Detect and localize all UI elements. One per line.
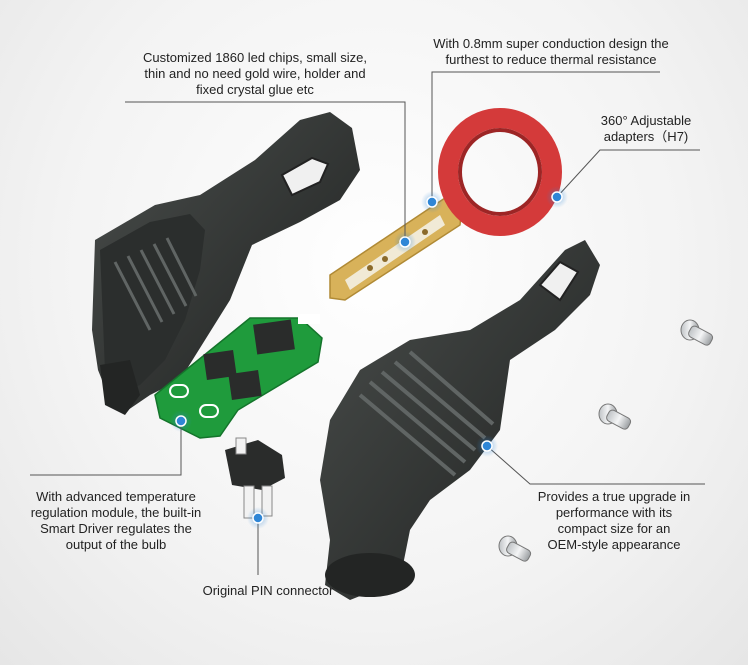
callout-adapter: 360° Adjustable adapters（H7): [600, 113, 692, 144]
heatsink-housing-lower: [320, 240, 600, 600]
callout-marker-conduction: [421, 191, 443, 213]
callout-marker-pin: [247, 507, 269, 529]
screw-1: [680, 319, 714, 346]
adjustable-adapter-ring: [438, 108, 562, 236]
callout-driver: With advanced temperature regulation mod…: [30, 489, 202, 552]
heatsink-housing-upper: [92, 112, 360, 415]
callout-marker-chips: [394, 231, 416, 253]
callout-marker-upgrade: [476, 435, 498, 457]
leader-line-upgrade: [486, 445, 705, 485]
callout-conduction: With 0.8mm super conduction design the f…: [433, 36, 669, 67]
callout-marker-driver: [170, 410, 192, 432]
copper-led-substrate: [329, 197, 463, 301]
callout-chips: Customized 1860 led chips, small size, t…: [143, 50, 367, 97]
pin-connector: [225, 437, 285, 519]
callout-upgrade: Provides a true upgrade in performance w…: [537, 489, 691, 552]
leader-line-adapter: [556, 149, 700, 198]
leader-line-conduction: [431, 71, 660, 202]
leader-line-driver: [30, 421, 182, 476]
callout-marker-adapter: [546, 186, 568, 208]
screw-2: [598, 403, 632, 430]
callout-pin: Original PIN connector: [202, 583, 334, 598]
screw-3: [498, 535, 532, 562]
leader-line-chips: [125, 101, 406, 242]
